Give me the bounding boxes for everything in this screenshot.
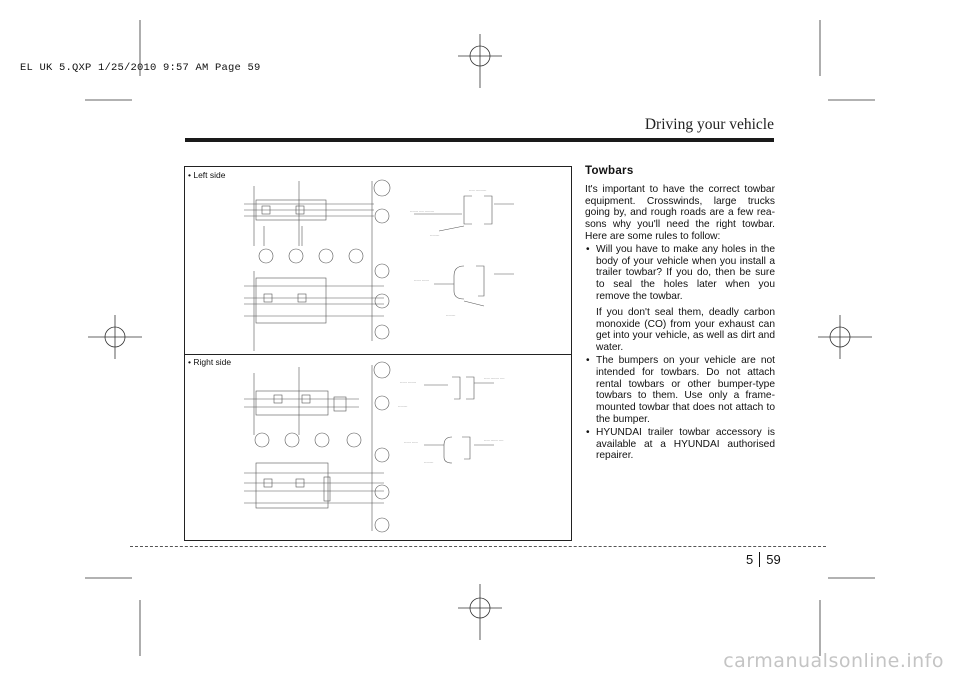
section-title: Driving your vehicle	[644, 116, 774, 133]
svg-text:--------: --------	[430, 233, 440, 237]
svg-text:------ ------: ------ ------	[414, 278, 430, 282]
svg-text:--------: --------	[398, 404, 408, 408]
towbar-drawing-right: ------ ------- ----- ------- ---- -------…	[244, 361, 505, 533]
bullet-icon: •	[586, 354, 590, 366]
svg-text:------- ---- --------: ------- ---- --------	[410, 209, 435, 213]
article-intro: It's important to have the correct towba…	[585, 183, 775, 242]
print-header: EL UK 5.QXP 1/25/2010 9:57 AM Page 59	[20, 62, 261, 74]
chapter-number: 5	[746, 552, 761, 567]
page-number-value: 59	[766, 552, 781, 567]
list-item: • HYUNDAI trailer towbar accessory is av…	[585, 427, 775, 462]
bullet-text: HYUNDAI trailer towbar accessory is avai…	[596, 426, 775, 462]
bullet-text: Will you have to make any holes in the b…	[596, 243, 775, 302]
bullet-icon: •	[586, 426, 590, 438]
bullet-extra-text: If you don't seal them, deadly carbon mo…	[596, 306, 775, 354]
watermark: carmanualsonline.info	[723, 650, 944, 672]
towbars-article: Towbars It's important to have the corre…	[585, 165, 775, 462]
article-heading: Towbars	[585, 165, 634, 177]
list-item: • Will you have to make any holes in the…	[585, 244, 775, 354]
registration-target-icon	[88, 34, 872, 640]
svg-text:------ -------: ------ -------	[400, 380, 417, 384]
towbar-drawing-left: ------- ---- -------- ----- --------- ---…	[244, 179, 514, 351]
bullet-icon: •	[586, 243, 590, 255]
left-side-label: • Left side	[188, 170, 226, 180]
svg-text:--------: --------	[446, 313, 456, 317]
svg-text:----- ------ ----: ----- ------ ----	[484, 438, 504, 442]
svg-text:--------: --------	[424, 460, 434, 464]
towbar-figure	[184, 166, 572, 541]
svg-text:----- ---------: ----- ---------	[469, 188, 487, 192]
svg-text:------ -----: ------ -----	[404, 440, 419, 444]
list-item: • The bumpers on your vehicle are not in…	[585, 355, 775, 426]
page-number: 5 59	[746, 552, 781, 567]
svg-text:----- ------- ----: ----- ------- ----	[484, 376, 505, 380]
bullet-text: The bumpers on your vehicle are not inte…	[596, 354, 775, 425]
figure-divider	[184, 354, 572, 355]
footer-dashed-rule	[130, 546, 826, 547]
section-rule	[185, 138, 774, 142]
right-side-label: • Right side	[188, 357, 232, 367]
